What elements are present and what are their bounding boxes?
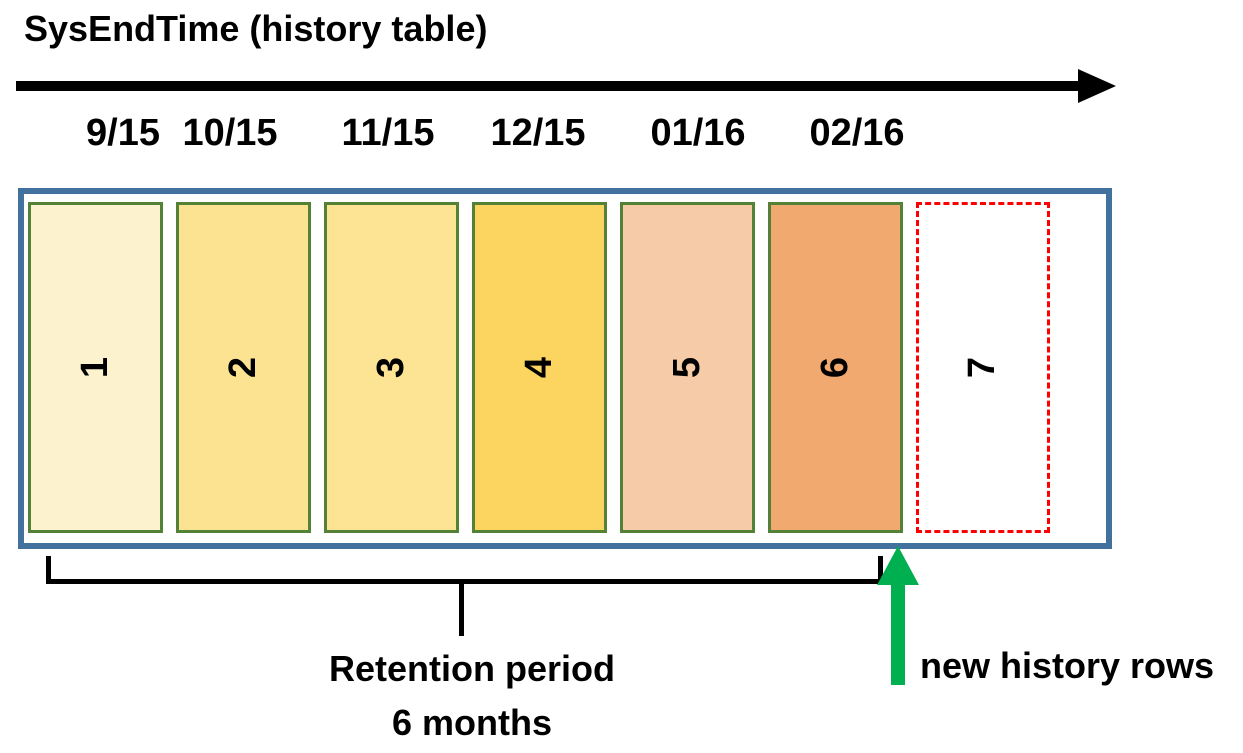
partition-4: 4 xyxy=(472,202,607,533)
month-label-feb16: 02/16 xyxy=(809,112,905,154)
page-title: SysEndTime (history table) xyxy=(24,8,488,49)
partition-5: 5 xyxy=(620,202,755,533)
new-history-rows-label: new history rows xyxy=(920,645,1215,686)
month-label-dec15: 12/15 xyxy=(490,112,586,154)
partition-1: 1 xyxy=(28,202,163,533)
timeline-arrow-head-icon xyxy=(1078,69,1116,103)
retention-bracket-stem xyxy=(459,584,464,636)
partition-1-number: 1 xyxy=(73,356,116,379)
month-label-sep15: 9/15 xyxy=(86,112,160,154)
month-label-jan16: 01/16 xyxy=(650,112,746,154)
new-rows-arrow-head-icon xyxy=(877,546,919,585)
partition-2-number: 2 xyxy=(221,356,264,379)
partition-2: 2 xyxy=(176,202,311,533)
timeline-arrow-line xyxy=(16,81,1082,91)
partition-4-number: 4 xyxy=(517,356,560,379)
month-label-oct15: 10/15 xyxy=(182,112,278,154)
month-label-nov15: 11/15 xyxy=(341,112,435,154)
retention-duration-label: 6 months xyxy=(391,702,552,743)
partition-6: 6 xyxy=(768,202,903,533)
partition-5-number: 5 xyxy=(665,356,708,379)
partition-6-number: 6 xyxy=(813,356,856,379)
partition-7-pending: 7 xyxy=(916,202,1050,533)
retention-period-label: Retention period xyxy=(329,648,615,689)
new-rows-arrow-shaft xyxy=(891,584,905,685)
partition-3-number: 3 xyxy=(369,356,412,379)
partition-7-number: 7 xyxy=(961,356,1004,379)
partition-3: 3 xyxy=(324,202,459,533)
retention-bracket-bar xyxy=(46,579,883,584)
retention-bracket-left-tick xyxy=(46,556,51,584)
